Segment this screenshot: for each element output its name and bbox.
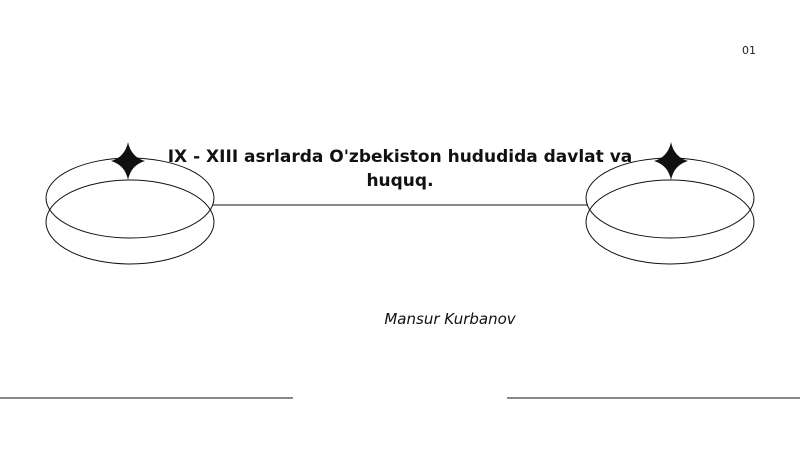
left-sparkle-icon (111, 142, 145, 180)
slide-title: IX - XIII asrlarda O'zbekiston hududida … (167, 147, 633, 191)
page-number: 01 (742, 44, 756, 57)
right-sparkle-icon (654, 142, 688, 180)
author-name: Mansur Kurbanov (384, 310, 516, 328)
